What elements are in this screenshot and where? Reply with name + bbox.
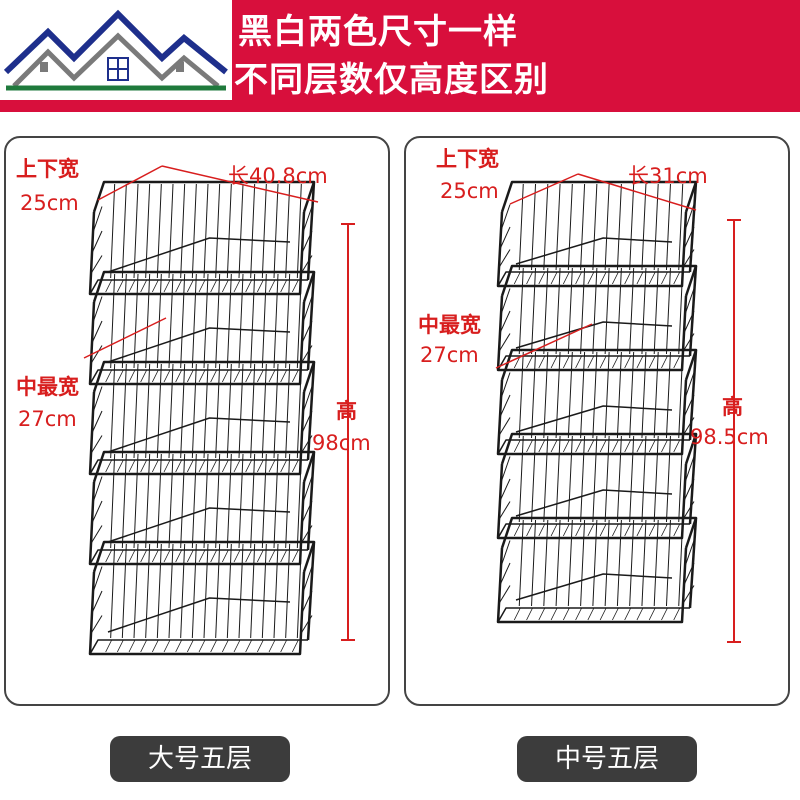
wire-basket-tier: [496, 516, 698, 624]
medium-rack-illustration: [495, 173, 741, 643]
large-length-label: 长40.8cm: [228, 164, 328, 188]
medium-mid-width-title: 中最宽: [418, 313, 481, 337]
wire-basket-tier: [88, 450, 316, 566]
wire-basket-tier: [496, 264, 698, 372]
large-height-title: 高: [336, 399, 357, 423]
length-dimension-line: [161, 165, 319, 203]
large-depth-title: 上下宽: [16, 157, 79, 181]
medium-height-value: 98.5cm: [690, 425, 769, 449]
mid-width-dimension-line: [83, 317, 167, 359]
house-roof-logo-icon: [3, 9, 228, 91]
large-rack-illustration: [83, 165, 355, 656]
banner-line-1: 黑白两色尺寸一样: [238, 12, 518, 52]
wire-basket-tier: [88, 360, 316, 476]
wire-basket-tier: [496, 348, 698, 456]
large-depth-value: 25cm: [20, 191, 79, 215]
large-mid-width-value: 27cm: [18, 407, 77, 431]
banner-line-2: 不同层数仅高度区别: [234, 60, 549, 100]
panel-medium-five-tier: 上下宽 25cm 长31cm 中最宽 27cm 高 98.5cm: [404, 136, 790, 706]
mid-width-dimension-line: [495, 323, 593, 369]
medium-depth-value: 25cm: [440, 179, 499, 203]
medium-mid-width-value: 27cm: [420, 343, 479, 367]
panel-large-five-tier: 上下宽 25cm 长40.8cm 中最宽 27cm 高 98cm: [4, 136, 390, 706]
depth-dimension-line: [97, 165, 163, 201]
medium-height-title: 高: [722, 395, 743, 419]
depth-dimension-line: [509, 173, 579, 205]
medium-length-label: 长31cm: [628, 164, 708, 188]
wire-basket-tier: [496, 432, 698, 540]
wire-basket-tier: [88, 270, 316, 386]
top-banner: 黑白两色尺寸一样 不同层数仅高度区别: [0, 0, 800, 112]
medium-caption-pill: 中号五层: [517, 736, 697, 782]
large-mid-width-title: 中最宽: [16, 375, 79, 399]
medium-depth-title: 上下宽: [436, 147, 499, 171]
large-height-value: 98cm: [312, 431, 371, 455]
wire-basket-tier: [88, 180, 316, 296]
large-caption-pill: 大号五层: [110, 736, 290, 782]
wire-basket-tier: [88, 540, 316, 656]
length-dimension-line: [577, 173, 697, 211]
logo: [0, 0, 232, 100]
